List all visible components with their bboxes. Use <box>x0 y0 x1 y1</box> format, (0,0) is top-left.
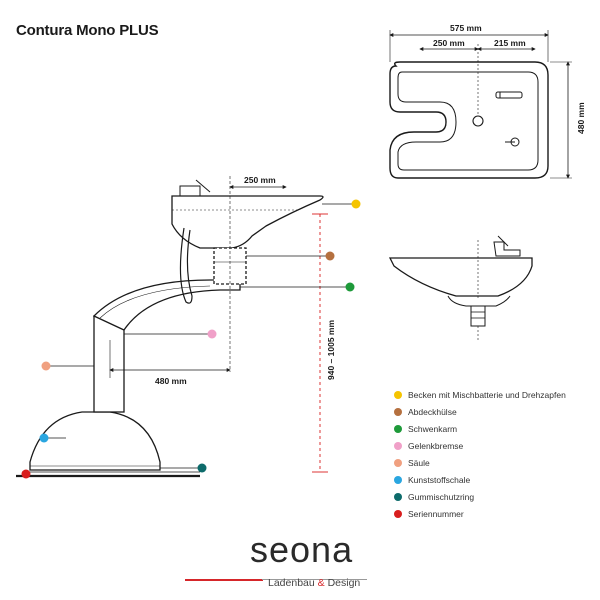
callout-dot-plastic-shell <box>39 433 49 443</box>
bowl-inner-top <box>397 71 539 171</box>
faucet-front <box>493 241 521 257</box>
legend-item: Gelenkbremse <box>394 437 566 454</box>
callout-dot-cover-sleeve <box>325 251 335 261</box>
callout-dot-joint-brake <box>207 329 217 339</box>
basin-outline-top <box>389 61 549 179</box>
faucet-top <box>495 91 523 99</box>
dim-arm-length: 480 mm <box>155 376 187 386</box>
legend-label: Becken mit Mischbatterie und Drehzapfen <box>408 389 566 400</box>
drain-pipe-front <box>470 305 486 327</box>
legend-label: Säule <box>408 457 430 468</box>
callouts <box>48 203 352 469</box>
legend-color-dot <box>394 510 402 519</box>
legend-label: Seriennummer <box>408 509 464 520</box>
legend-label: Gelenkbremse <box>408 440 464 451</box>
callout-dot-basin <box>351 199 361 209</box>
legend-color-dot <box>394 493 402 502</box>
dim-height-range: 940 – 1005 mm <box>326 320 336 380</box>
dim-top-width: 575 mm <box>450 23 482 33</box>
legend-label: Gummischutzring <box>408 492 475 503</box>
legend-item: Gummischutzring <box>394 489 566 506</box>
dim-top-right: 215 mm <box>494 38 526 48</box>
tagline-ampersand: & <box>317 577 325 589</box>
legend-color-dot <box>394 390 402 399</box>
dim-side-reach: 250 mm <box>244 175 276 185</box>
drain-top <box>472 115 484 127</box>
legend-label: Kunststoffschale <box>408 475 471 486</box>
tagline-left: Ladenbau <box>268 577 315 589</box>
legend-label: Abdeckhülse <box>408 406 457 417</box>
basin-front <box>388 257 533 297</box>
top-view <box>389 30 572 179</box>
legend-color-dot <box>394 441 402 450</box>
hose <box>179 227 193 304</box>
tagline-right: Design <box>327 577 361 589</box>
side-view <box>16 176 328 478</box>
basin-side <box>171 195 324 249</box>
legend-color-dot <box>394 424 402 433</box>
logo-underline-grey <box>262 579 367 580</box>
faucet-side <box>179 185 201 197</box>
legend-label: Schwenkarm <box>408 423 458 434</box>
swivel-arm <box>92 279 241 331</box>
dim-top-left: 250 mm <box>433 38 465 48</box>
callout-dot-swivel-arm <box>345 282 355 292</box>
legend-item: Abdeckhülse <box>394 403 566 420</box>
callout-dot-column <box>41 361 51 371</box>
logo-underline-red <box>185 579 263 581</box>
legend-item: Säule <box>394 454 566 471</box>
column <box>93 315 125 413</box>
front-view <box>388 235 533 340</box>
legend-color-dot <box>394 476 402 485</box>
legend-item: Kunststoffschale <box>394 471 566 488</box>
dim-top-depth: 480 mm <box>576 102 586 134</box>
brand-tagline: Ladenbau & Design <box>268 577 360 589</box>
brand-logo: seona <box>250 529 354 570</box>
product-title: Contura Mono PLUS <box>16 22 159 39</box>
callout-dot-rubber-ring <box>197 463 207 473</box>
base-shell <box>29 411 161 471</box>
legend-item: Schwenkarm <box>394 420 566 437</box>
legend-color-dot <box>394 407 402 416</box>
legend-item: Seriennummer <box>394 506 566 523</box>
legend-color-dot <box>394 458 402 467</box>
callout-dot-serial-number <box>21 469 31 479</box>
legend-item: Becken mit Mischbatterie und Drehzapfen <box>394 386 566 403</box>
